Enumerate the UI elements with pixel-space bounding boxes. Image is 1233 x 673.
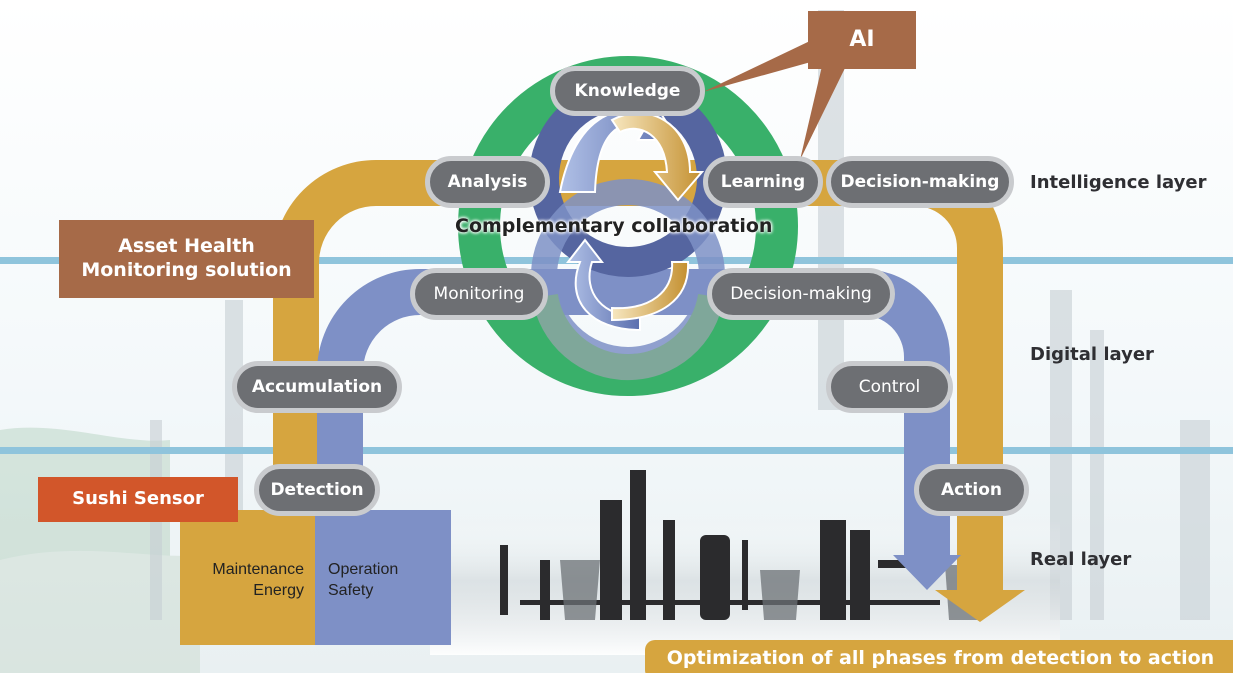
cycle-arrow-right-bottom [611,261,690,322]
asset-health-label-line2: Monitoring solution [81,259,292,281]
center-title: Complementary collaboration [455,215,773,237]
teal-ring-segment [532,293,724,381]
ai-box: AI [808,11,916,69]
panel-text-energy: Energy [253,581,304,599]
panel-blue [315,510,451,645]
panel-right-text: Operation Safety [328,560,448,602]
bottom-banner-bg [645,640,1233,673]
label-digital-layer: Digital layer [1030,344,1154,365]
asset-health-label-line1: Asset Health [118,235,255,258]
pill-monitoring: Monitoring [410,268,548,320]
pill-analysis: Analysis [425,156,550,208]
background-hills [0,427,200,673]
ai-label: AI [849,27,875,53]
blue-flow-arrowhead [893,555,961,590]
refinery-silhouette [430,470,1060,655]
pill-decision-making-top: Decision-making [826,156,1014,208]
pill-decision-making-mid: Decision-making [707,268,895,320]
sushi-sensor-box: Sushi Sensor [38,477,238,522]
pill-action: Action [914,464,1029,516]
pill-accumulation: Accumulation [232,361,402,413]
pill-knowledge: Knowledge [550,66,705,116]
ai-callout-wedge-right [800,66,846,160]
pill-detection: Detection [254,464,380,516]
layer-line-digital-real [0,447,1233,454]
bottom-banner-text: Optimization of all phases from detectio… [666,647,1215,669]
pill-control: Control [826,361,953,413]
panel-left-text: Maintenance Energy [180,560,304,602]
ai-callout-wedge-left [703,40,818,92]
panel-gold [180,510,315,645]
panel-text-maintenance: Maintenance [212,561,304,578]
panel-text-operation: Operation [328,561,399,578]
gold-flow-arrowhead [935,590,1025,622]
panel-text-safety: Safety [328,581,374,599]
asset-health-box: Asset Health Monitoring solution [59,220,314,298]
label-intelligence-layer: Intelligence layer [1030,172,1207,193]
label-real-layer: Real layer [1030,549,1132,570]
sushi-sensor-label: Sushi Sensor [72,488,204,510]
pill-learning: Learning [703,156,823,208]
